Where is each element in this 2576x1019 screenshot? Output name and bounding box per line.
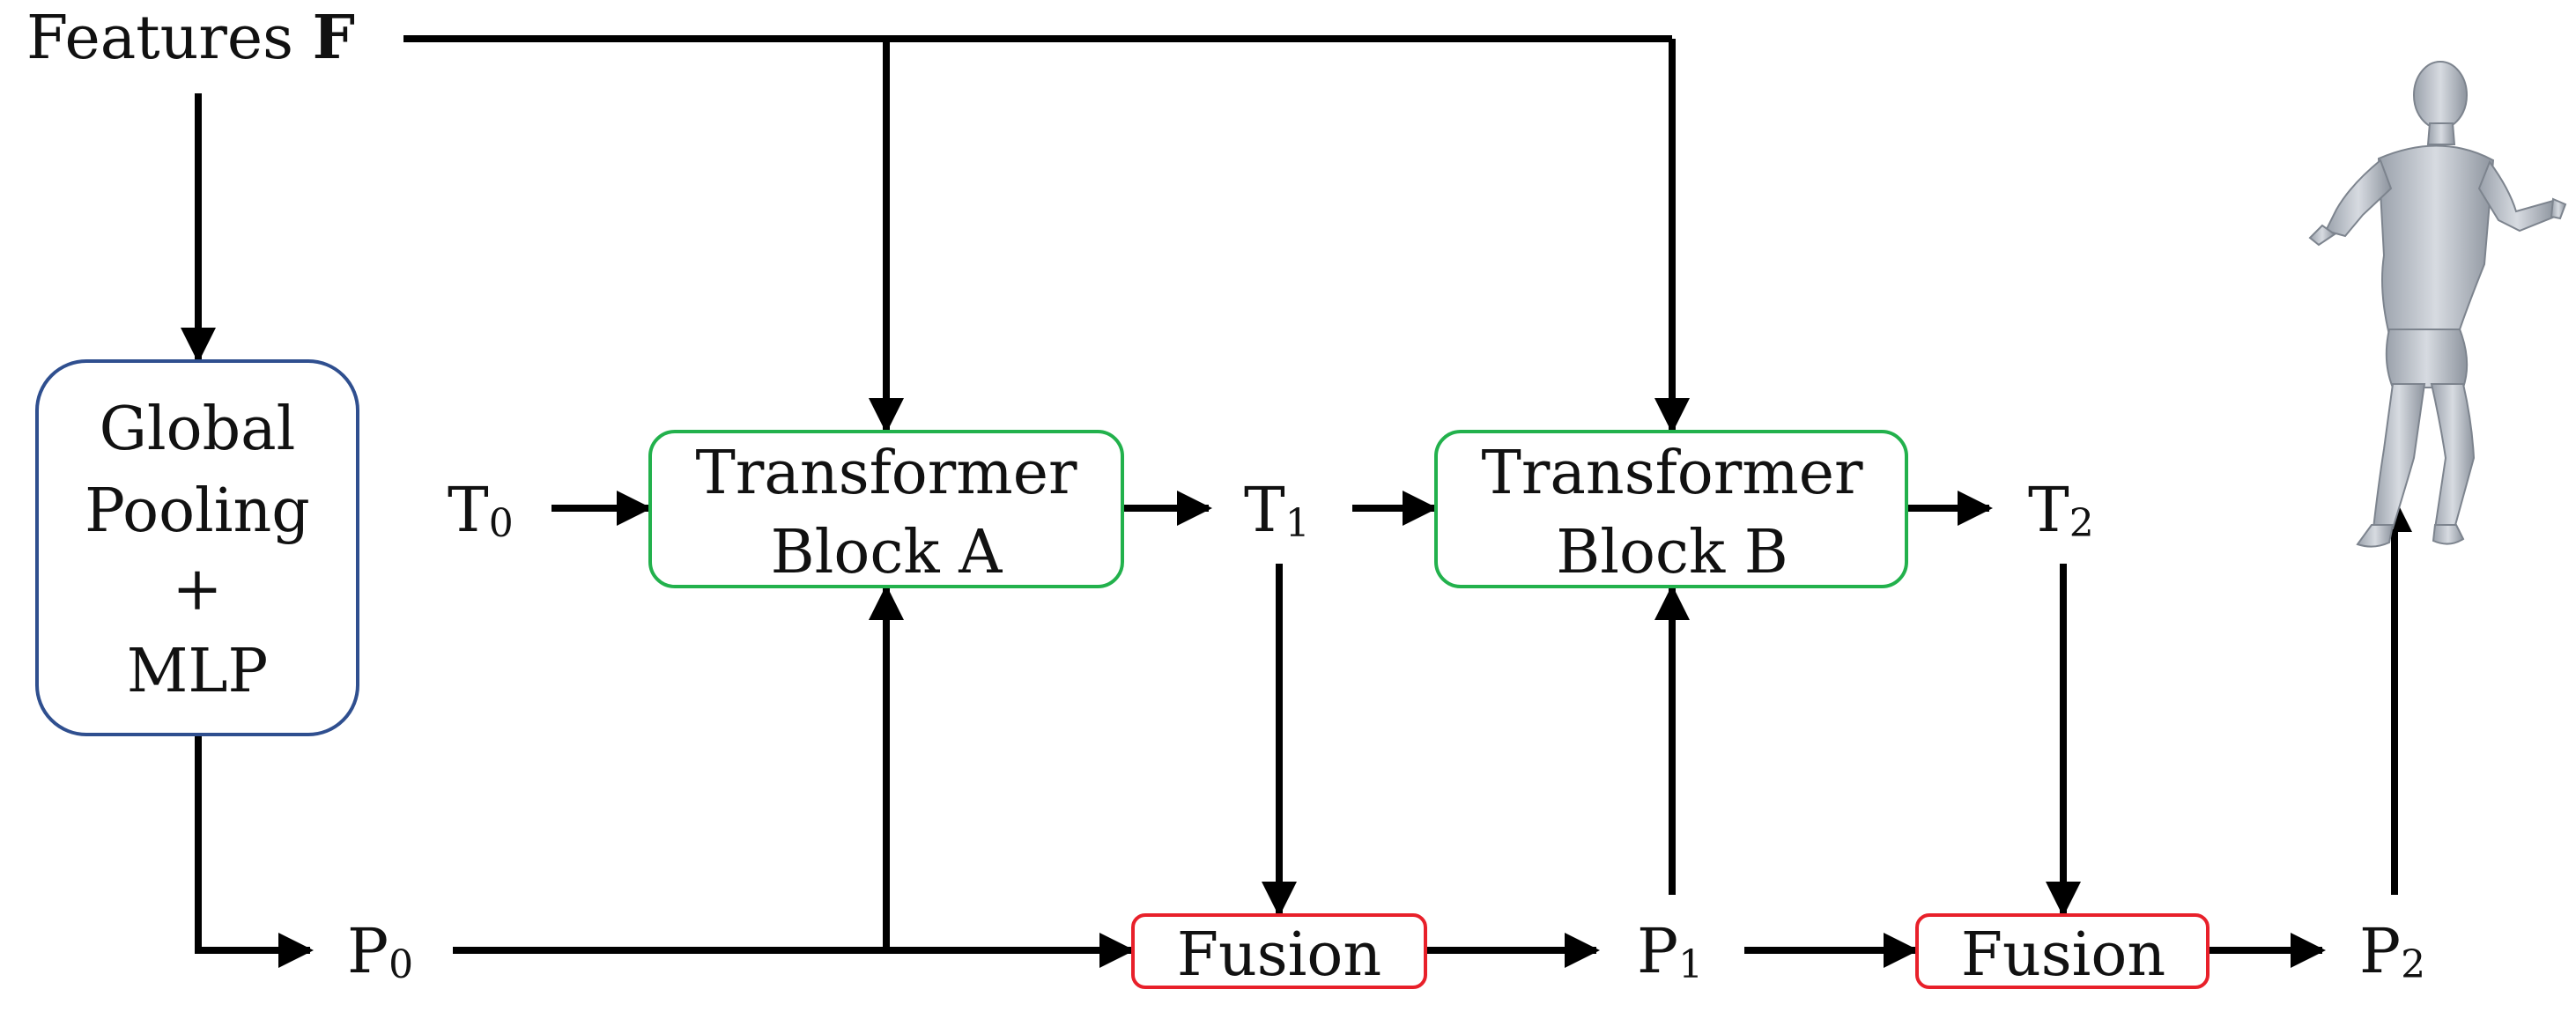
- transformer-a-line-1: Transformer: [696, 439, 1077, 508]
- fusion-1-box: [1131, 913, 1427, 989]
- global-line-1: Global: [100, 395, 296, 464]
- transformer-b-line-2: Block B: [1556, 518, 1788, 587]
- human-body-mesh-icon: [2308, 61, 2567, 548]
- token-t0: T0: [448, 474, 514, 546]
- arrow-global-to-p0: [195, 736, 314, 968]
- global-pooling-mlp-text: Global Pooling + MLP: [85, 395, 310, 706]
- param-p0: P0: [347, 915, 413, 987]
- fusion-2-label: Fusion: [1961, 920, 2165, 990]
- param-p2: P2: [2359, 915, 2425, 987]
- fusion-2-box: [1915, 913, 2210, 989]
- param-p1: P1: [1637, 915, 1703, 987]
- token-t1: T1: [1244, 474, 1310, 546]
- global-line-4: MLP: [127, 637, 269, 706]
- transformer-a-line-2: Block A: [771, 518, 1003, 587]
- global-pooling-mlp-box: [35, 359, 359, 736]
- transformer-b-line-1: Transformer: [1482, 439, 1863, 508]
- connectors: [181, 35, 2412, 968]
- fusion-1-label: Fusion: [1177, 920, 1381, 990]
- token-t2: T2: [2028, 474, 2094, 546]
- global-line-3: +: [173, 555, 223, 624]
- global-line-2: Pooling: [85, 476, 310, 546]
- features-label: Features F: [26, 3, 355, 73]
- transformer-block-b-box: [1434, 430, 1908, 588]
- transformer-block-a-box: [648, 430, 1124, 588]
